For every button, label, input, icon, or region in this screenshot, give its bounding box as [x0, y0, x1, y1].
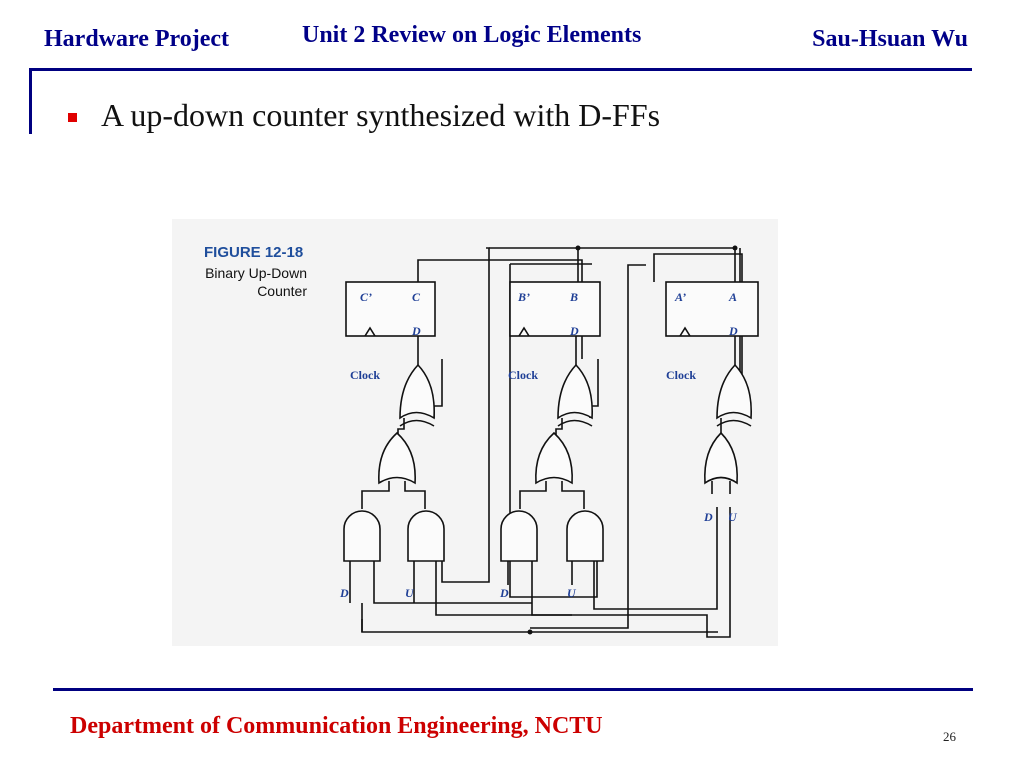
junction-dot — [527, 629, 533, 635]
flipflop-a — [665, 281, 759, 337]
header-author: Sau-Hsuan Wu — [812, 26, 968, 52]
ff-b-d-label: D — [569, 324, 579, 338]
circuit-figure: FIGURE 12-18 Binary Up-Down Counter — [172, 219, 778, 646]
and-gate-b-down — [500, 510, 538, 562]
and-gate-c-up — [407, 510, 445, 562]
and-gate-b-up — [566, 510, 604, 562]
ff-c-clock-label: Clock — [350, 368, 380, 382]
circuit-wires — [349, 247, 743, 638]
and-gate-c-down — [343, 510, 381, 562]
xor-gate-b — [557, 363, 593, 427]
ff-c-qbar-label: C’ — [360, 290, 372, 304]
figure-caption-line1: Binary Up-Down — [205, 265, 307, 281]
flipflop-c — [345, 281, 436, 337]
input-up-label-a: U — [728, 510, 738, 524]
or-gate-c — [378, 431, 416, 485]
ff-a-q-label: A — [728, 290, 737, 304]
page-number: 26 — [943, 729, 956, 744]
ff-b-clock-label: Clock — [508, 368, 538, 382]
input-up-label-c: U — [405, 586, 415, 600]
input-down-label-c: D — [339, 586, 349, 600]
ff-a-clock-label: Clock — [666, 368, 696, 382]
input-down-label-b: D — [499, 586, 509, 600]
figure-caption-line2: Counter — [257, 283, 307, 299]
input-down-label-a: D — [703, 510, 713, 524]
ff-a-d-label: D — [728, 324, 738, 338]
bullet-text: A up-down counter synthesized with D-FFs — [101, 97, 661, 133]
or-gate-b — [535, 431, 573, 485]
header-unit-title: Unit 2 Review on Logic Elements — [302, 22, 642, 48]
ff-b-qbar-label: B’ — [517, 290, 530, 304]
junction-dot — [575, 245, 581, 251]
input-up-label-b: U — [567, 586, 577, 600]
xor-gate-c — [399, 363, 435, 427]
left-accent-rule — [29, 68, 32, 134]
or-gate-a — [704, 431, 738, 485]
header-course-title: Hardware Project — [44, 26, 230, 52]
ff-c-q-label: C — [412, 290, 421, 304]
bullet-square-icon — [68, 113, 77, 122]
footer-department: Department of Communication Engineering,… — [70, 713, 603, 739]
circuit-diagram: FIGURE 12-18 Binary Up-Down Counter — [204, 244, 759, 638]
ff-b-q-label: B — [569, 290, 578, 304]
footer-rule — [53, 688, 973, 691]
ff-a-qbar-label: A’ — [674, 290, 686, 304]
figure-title: FIGURE 12-18 — [204, 244, 303, 261]
header-rule — [29, 68, 972, 71]
flipflop-b — [509, 281, 601, 337]
xor-gate-a — [716, 363, 752, 427]
ff-c-d-label: D — [411, 324, 421, 338]
junction-dot — [732, 245, 738, 251]
